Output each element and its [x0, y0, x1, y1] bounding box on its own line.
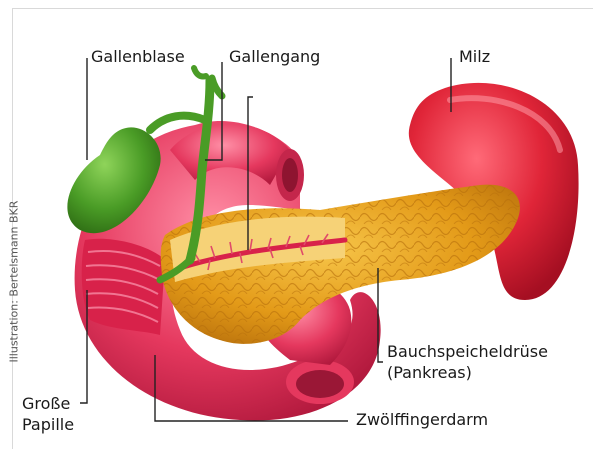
- label-bauchspeicheldruese-line2: (Pankreas): [387, 362, 472, 383]
- label-grosse-papille-line1: Große: [22, 393, 70, 414]
- label-gallenblase: Gallenblase: [91, 46, 185, 67]
- image-credit: Illustration: Bertelsmann BKR: [8, 223, 21, 363]
- label-milz: Milz: [459, 46, 490, 67]
- label-grosse-papille-line2: Papille: [22, 414, 74, 435]
- label-gallengang: Gallengang: [229, 46, 320, 67]
- label-bauchspeicheldruese-line1: Bauchspeicheldrüse: [387, 341, 548, 362]
- label-zwoelffingerdarm: Zwölffingerdarm: [356, 409, 488, 430]
- duodenum-interior: [82, 239, 165, 335]
